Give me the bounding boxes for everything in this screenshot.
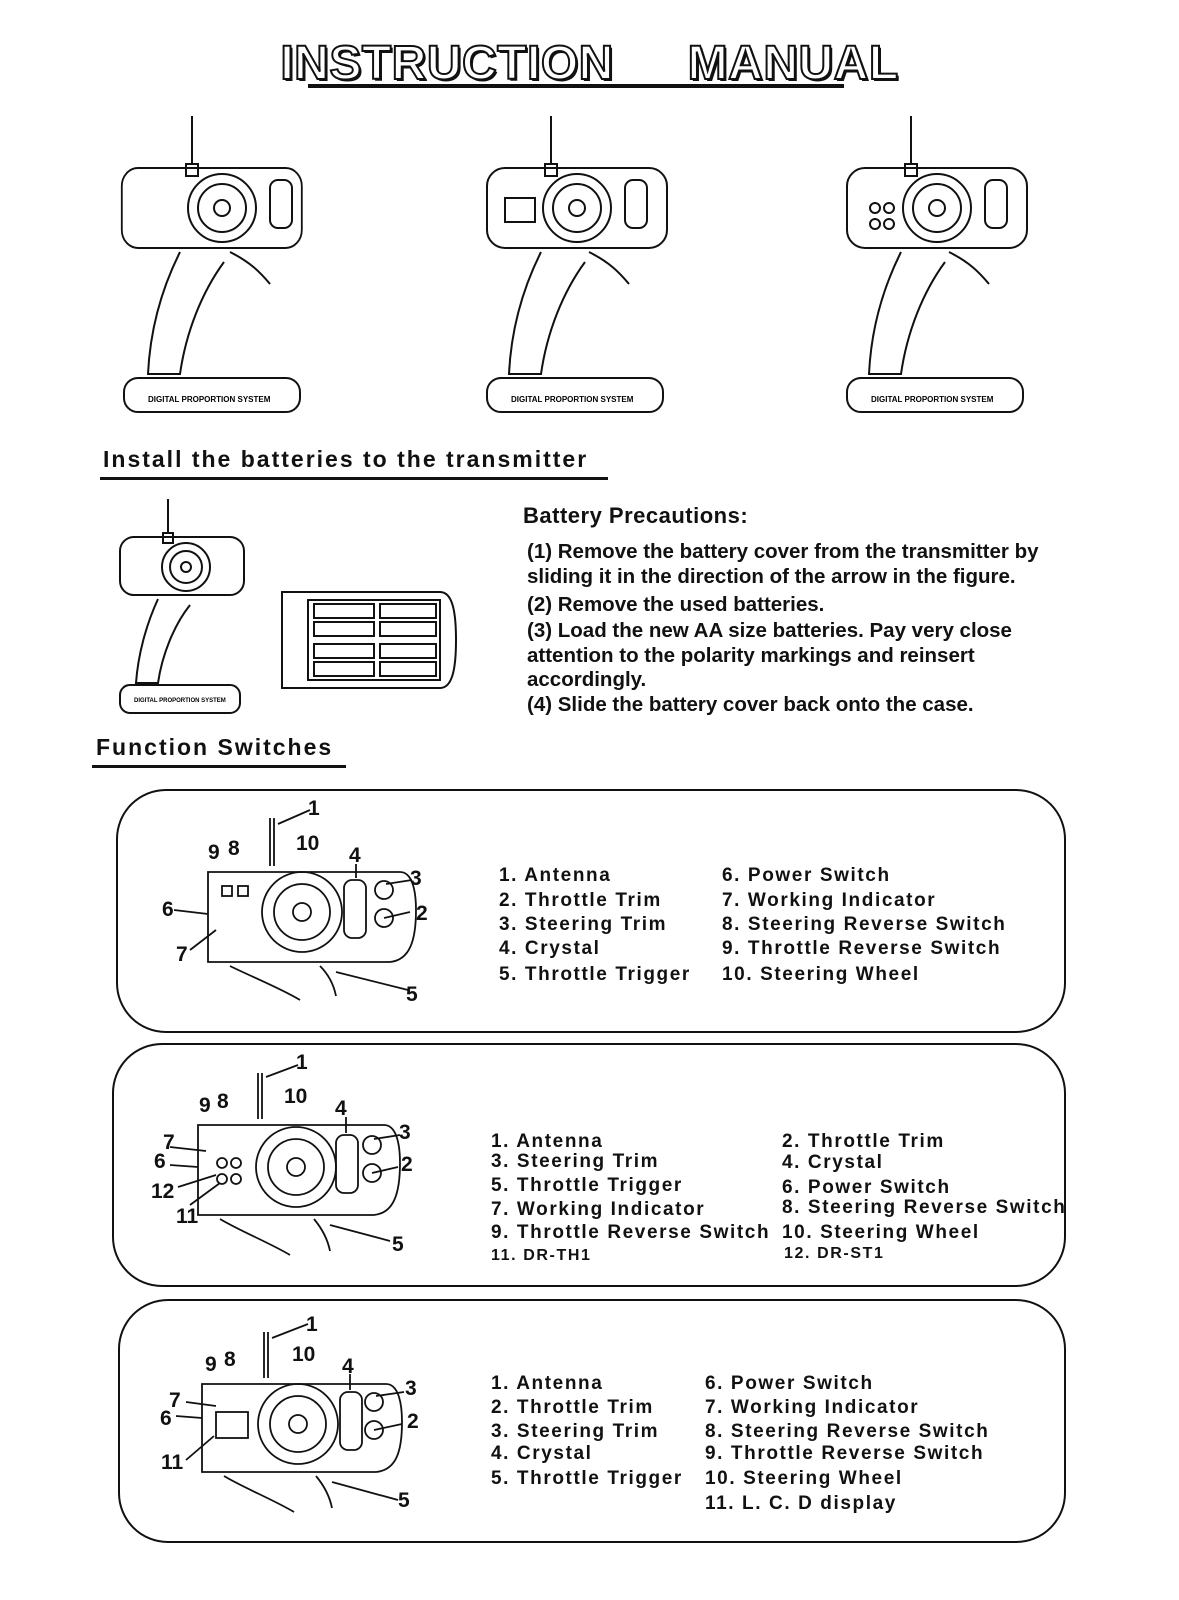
callout-label: 6 — [162, 898, 174, 921]
panel-2-item: 9. Throttle Reverse Switch — [491, 1222, 771, 1243]
panel-3-item: 7. Working Indicator — [705, 1397, 920, 1418]
precaution-line: (2) Remove the used batteries. — [527, 593, 825, 616]
panel-3-item: 3. Steering Trim — [491, 1421, 660, 1442]
function-panel-3 — [118, 1299, 1066, 1543]
panel-1-item: 2. Throttle Trim — [499, 890, 662, 911]
battery-precautions-title: Battery Precautions: — [523, 503, 749, 528]
callout-label: 3 — [405, 1377, 417, 1400]
transmitter-illustration-2: DIGITAL PROPORTION SYSTEM — [486, 116, 668, 413]
panel-2-item: 8. Steering Reverse Switch — [782, 1197, 1067, 1218]
precaution-line: (4) Slide the battery cover back onto th… — [527, 693, 974, 716]
callout-label: 1 — [296, 1051, 308, 1074]
callout-label: 9 — [208, 841, 220, 864]
panel-1-item: 8. Steering Reverse Switch — [722, 914, 1007, 935]
panel-3-transmitter-diagram — [175, 1323, 405, 1513]
precaution-line: (3) Load the new AA size batteries. Pay … — [527, 619, 1012, 642]
panel-3-item: 6. Power Switch — [705, 1373, 874, 1394]
panel-2-item: 10. Steering Wheel — [782, 1222, 980, 1243]
page-title: INSTRUCTION MANUAL — [279, 36, 899, 91]
panel-1-item: 1. Antenna — [499, 865, 612, 886]
battery-pack-illustration — [281, 591, 458, 689]
callout-label: 6 — [154, 1150, 166, 1173]
callout-label: 12 — [151, 1180, 175, 1203]
panel-2-item: 6. Power Switch — [782, 1177, 951, 1198]
callout-label: 5 — [406, 983, 418, 1006]
precaution-line: accordingly. — [527, 668, 647, 691]
callout-label: 3 — [410, 867, 422, 890]
callout-label: 4 — [349, 844, 361, 867]
panel-3-item: 10. Steering Wheel — [705, 1468, 903, 1489]
callout-label: 8 — [224, 1348, 236, 1371]
precaution-line: (1) Remove the battery cover from the tr… — [527, 540, 1039, 563]
callout-label: 2 — [407, 1410, 419, 1433]
function-panel-2 — [112, 1043, 1066, 1287]
panel-3-item: 4. Crystal — [491, 1443, 593, 1464]
panel-3-item: 8. Steering Reverse Switch — [705, 1421, 990, 1442]
panel-1-item: 7. Working Indicator — [722, 890, 937, 911]
precaution-line: attention to the polarity markings and r… — [527, 644, 975, 667]
callout-label: 5 — [392, 1233, 404, 1256]
system-label: DIGITAL PROPORTION SYSTEM — [511, 395, 634, 404]
panel-2-item: 1. Antenna — [491, 1131, 604, 1152]
callout-label: 11 — [176, 1205, 199, 1228]
callout-label: 2 — [401, 1153, 413, 1176]
precaution-line: sliding it in the direction of the arrow… — [527, 565, 1016, 588]
system-label: DIGITAL PROPORTION SYSTEM — [148, 395, 271, 404]
transmitter-illustration-1: DIGITAL PROPORTION SYSTEM — [120, 116, 303, 413]
callout-label: 6 — [160, 1407, 172, 1430]
callout-label: 11 — [161, 1451, 184, 1474]
panel-1-item: 4. Crystal — [499, 938, 601, 959]
callout-label: 10 — [284, 1085, 308, 1108]
function-heading-rule — [92, 765, 346, 768]
callout-label: 8 — [217, 1090, 229, 1113]
callout-label: 1 — [308, 797, 320, 820]
panel-1-item: 5. Throttle Trigger — [499, 964, 691, 985]
system-label: DIGITAL PROPORTION SYSTEM — [871, 395, 994, 404]
panel-3-item: 2. Throttle Trim — [491, 1397, 654, 1418]
callout-label: 9 — [199, 1094, 211, 1117]
panel-2-item: 2. Throttle Trim — [782, 1131, 945, 1152]
transmitter-small-illustration: DIGITAL PROPORTION SYSTEM — [119, 499, 245, 714]
panel-3-item: 11. L. C. D display — [705, 1493, 897, 1514]
callout-label: 5 — [398, 1489, 410, 1512]
callout-label: 10 — [296, 832, 320, 855]
panel-1-item: 6. Power Switch — [722, 865, 891, 886]
callout-label: 4 — [342, 1355, 354, 1378]
function-switches-heading: Function Switches — [96, 734, 334, 760]
panel-3-item: 1. Antenna — [491, 1373, 604, 1394]
install-heading: Install the batteries to the transmitter — [103, 446, 589, 472]
callout-label: 7 — [169, 1389, 181, 1412]
callout-label: 7 — [176, 943, 188, 966]
callout-label: 1 — [306, 1313, 318, 1336]
panel-2-transmitter-diagram — [169, 1064, 401, 1256]
panel-2-item: 11. DR-TH1 — [491, 1247, 592, 1264]
panel-2-item: 7. Working Indicator — [491, 1199, 706, 1220]
panel-1-item: 3. Steering Trim — [499, 914, 668, 935]
panel-1-item: 10. Steering Wheel — [722, 964, 920, 985]
callout-label: 9 — [205, 1353, 217, 1376]
panel-3-item: 9. Throttle Reverse Switch — [705, 1443, 985, 1464]
panel-3-item: 5. Throttle Trigger — [491, 1468, 683, 1489]
callout-label: 3 — [399, 1121, 411, 1144]
transmitter-illustration-3: DIGITAL PROPORTION SYSTEM — [846, 116, 1028, 413]
panel-1-transmitter-diagram — [173, 809, 417, 1001]
panel-2-item: 12. DR-ST1 — [784, 1245, 885, 1262]
callout-label: 4 — [335, 1097, 347, 1120]
system-label: DIGITAL PROPORTION SYSTEM — [134, 698, 226, 704]
title-underline — [308, 84, 844, 88]
panel-2-item: 4. Crystal — [782, 1152, 884, 1173]
function-panel-1 — [116, 789, 1066, 1033]
panel-1-item: 9. Throttle Reverse Switch — [722, 938, 1002, 959]
callout-label: 10 — [292, 1343, 316, 1366]
panel-2-item: 5. Throttle Trigger — [491, 1175, 683, 1196]
install-heading-rule — [100, 477, 608, 480]
callout-label: 2 — [416, 902, 428, 925]
callout-label: 7 — [163, 1131, 175, 1154]
callout-label: 8 — [228, 837, 240, 860]
panel-2-item: 3. Steering Trim — [491, 1151, 660, 1172]
